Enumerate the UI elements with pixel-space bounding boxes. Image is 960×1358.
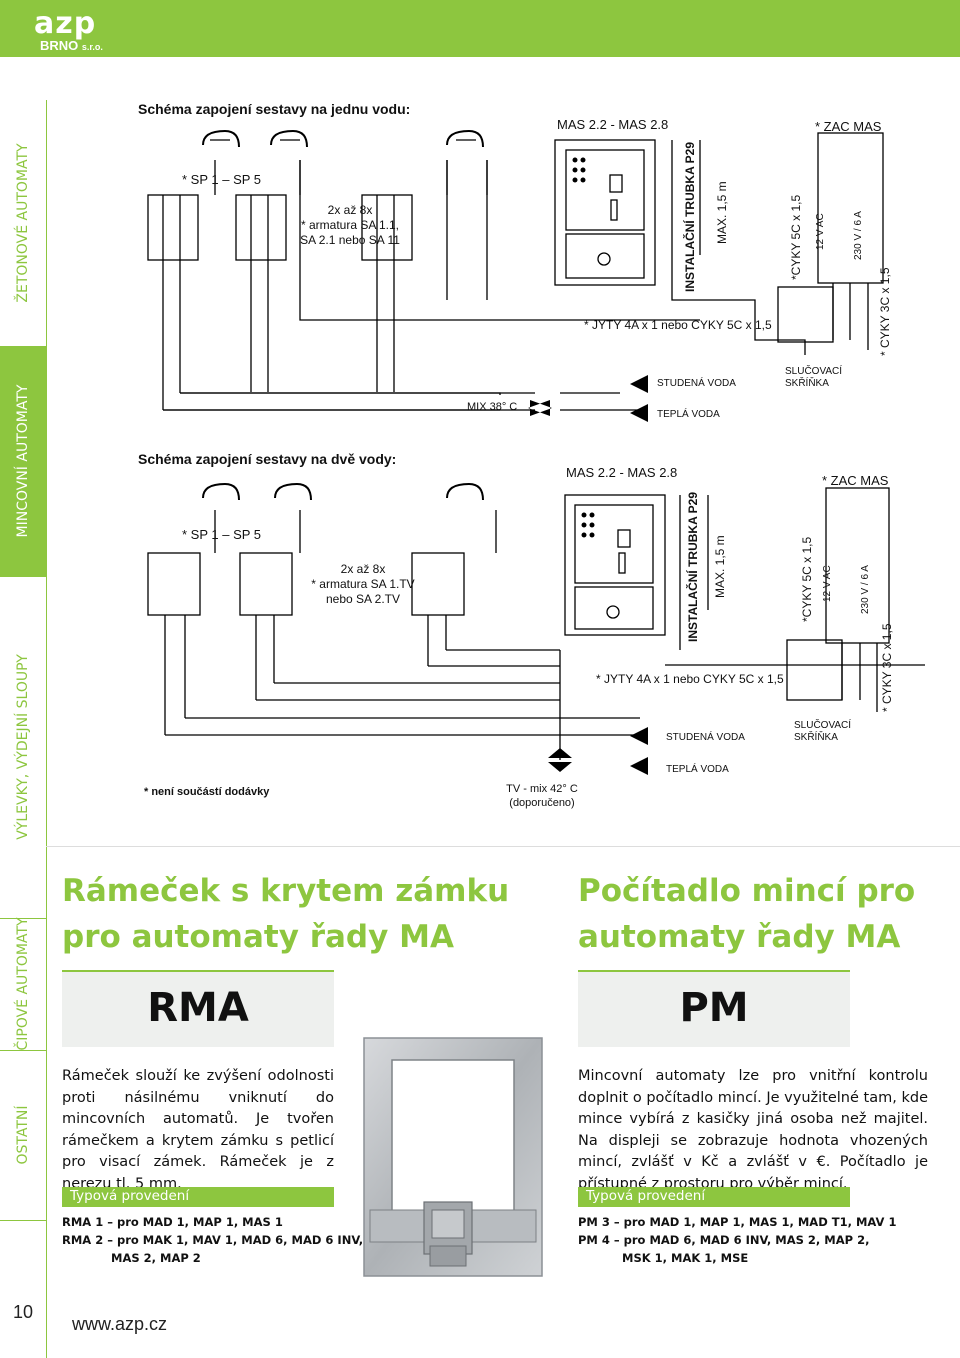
- tab-vylevky-vydejni-sloupy[interactable]: VÝLEVKY, VÝDEJNÍ SLOUPY: [0, 576, 46, 919]
- v12-label: 12 V AC: [822, 565, 833, 602]
- v230-label: 230 V / 6 A: [860, 565, 871, 614]
- trubka-label: INSTALAČNÍ TRUBKA P29: [683, 141, 697, 292]
- rma-code: RMA: [147, 985, 249, 1031]
- tab-cipove-automaty[interactable]: ČIPOVÉ AUTOMATY: [0, 917, 46, 1051]
- tab-label: OSTATNÍ: [15, 1105, 31, 1165]
- cyky3-label: * CYKY 3C x 1,5: [878, 267, 892, 357]
- valve-box: [235, 194, 287, 261]
- slucovaci-skrinka: [777, 286, 834, 343]
- armatura-label: 2x až 8x* armatura SA 1.1,SA 2.1 nebo SA…: [300, 203, 400, 247]
- diagram1-title: Schéma zapojení sestavy na jednu vodu:: [138, 101, 411, 117]
- tepla-voda-label: TEPLÁ VODA: [666, 764, 729, 775]
- jyty-label: * JYTY 4A x 1 nebo CYKY 5C x 1,5: [596, 672, 784, 686]
- footnote: * není součástí dodávky: [144, 786, 270, 798]
- tv-mix-label: TV - mix 42° C(doporučeno): [506, 783, 578, 809]
- rma-typova-label: Typová provedení: [70, 1188, 190, 1204]
- pm-code: PM: [679, 985, 749, 1031]
- zac-label: * ZAC MAS: [815, 119, 882, 134]
- studena-voda-label: STUDENÁ VODA: [666, 732, 745, 743]
- mas-label: MAS 2.2 - MAS 2.8: [557, 117, 669, 132]
- website-link[interactable]: www.azp.cz: [72, 1314, 168, 1334]
- tepla-voda-label: TEPLÁ VODA: [657, 409, 720, 420]
- logo-city: BRNO s.r.o.: [40, 38, 103, 53]
- cyky5-label: *CYKY 5C x 1,5: [800, 536, 814, 622]
- arrow-icon: [630, 375, 648, 422]
- v230-label: 230 V / 6 A: [853, 211, 864, 260]
- azp-logo[interactable]: azp BRNO s.r.o.: [30, 6, 130, 54]
- pm-description: Mincovní automaty lze pro vnitřní kontro…: [578, 1068, 928, 1192]
- jyty-label: * JYTY 4A x 1 nebo CYKY 5C x 1,5: [584, 318, 772, 332]
- mix-label: MIX 38° C: [467, 401, 518, 413]
- header-bar: azp BRNO s.r.o.: [0, 0, 960, 57]
- tab-label: ČIPOVÉ AUTOMATY: [15, 917, 31, 1051]
- v12-label: 12 V AC: [815, 213, 826, 250]
- max-label: MAX. 1,5 m: [715, 181, 729, 244]
- valve-box: [147, 194, 199, 261]
- zac-mas-box: [817, 132, 884, 284]
- cyky3-label: * CYKY 3C x 1,5: [880, 623, 894, 713]
- tab-ostatni[interactable]: OSTATNÍ: [0, 1050, 46, 1221]
- logo-text: azp: [34, 6, 97, 41]
- sp-label: * SP 1 – SP 5: [182, 527, 262, 542]
- diagram2-title: Schéma zapojení sestavy na dvě vody:: [138, 451, 397, 467]
- mas-label: MAS 2.2 - MAS 2.8: [566, 465, 678, 480]
- tv-valve-icon: [548, 748, 572, 772]
- wiring-diagrams: [147, 129, 925, 775]
- page-number: 10: [12, 1302, 34, 1322]
- rma-code-box: RMA: [62, 970, 334, 1047]
- valve-box: [361, 194, 413, 261]
- max-label: MAX. 1,5 m: [713, 535, 727, 598]
- section-divider: [46, 846, 960, 847]
- mix-valve-icon: [528, 400, 552, 416]
- pm-model-2-cont: MSK 1, MAK 1, MSE: [622, 1251, 749, 1265]
- rma-model-2-cont: MAS 2, MAP 2: [111, 1251, 201, 1265]
- trubka-label: INSTALAČNÍ TRUBKA P29: [686, 491, 700, 642]
- studena-voda-label: STUDENÁ VODA: [657, 378, 736, 389]
- pm-typova-label: Typová provedení: [586, 1188, 706, 1204]
- rma-frame-image: [363, 1037, 543, 1277]
- pm-model-2: PM 4 – pro MAD 6, MAD 6 INV, MAS 2, MAP …: [578, 1233, 870, 1247]
- rma-typova-bar: Typová provedení: [62, 1187, 334, 1207]
- arrow-icon: [630, 727, 648, 775]
- rma-description: Rámeček slouží ke zvýšení odolnosti prot…: [62, 1068, 334, 1192]
- mas-unit: [554, 139, 656, 286]
- rma-model-2: RMA 2 – pro MAK 1, MAV 1, MAD 6, MAD 6 I…: [62, 1233, 364, 1247]
- pm-model-1: PM 3 – pro MAD 1, MAP 1, MAS 1, MAD T1, …: [578, 1215, 897, 1229]
- zac-label: * ZAC MAS: [822, 473, 889, 488]
- pm-typova-bar: Typová provedení: [578, 1187, 850, 1207]
- cyky5-label: *CYKY 5C x 1,5: [789, 194, 803, 280]
- sidebar: ŽETONOVÉ AUTOMATY MINCOVNÍ AUTOMATY VÝLE…: [0, 100, 47, 1358]
- sp-label: * SP 1 – SP 5: [182, 172, 262, 187]
- rma-model-1: RMA 1 – pro MAD 1, MAP 1, MAS 1: [62, 1215, 283, 1229]
- pm-code-box: PM: [578, 970, 850, 1047]
- tab-mincovni-automaty[interactable]: MINCOVNÍ AUTOMATY: [0, 346, 46, 577]
